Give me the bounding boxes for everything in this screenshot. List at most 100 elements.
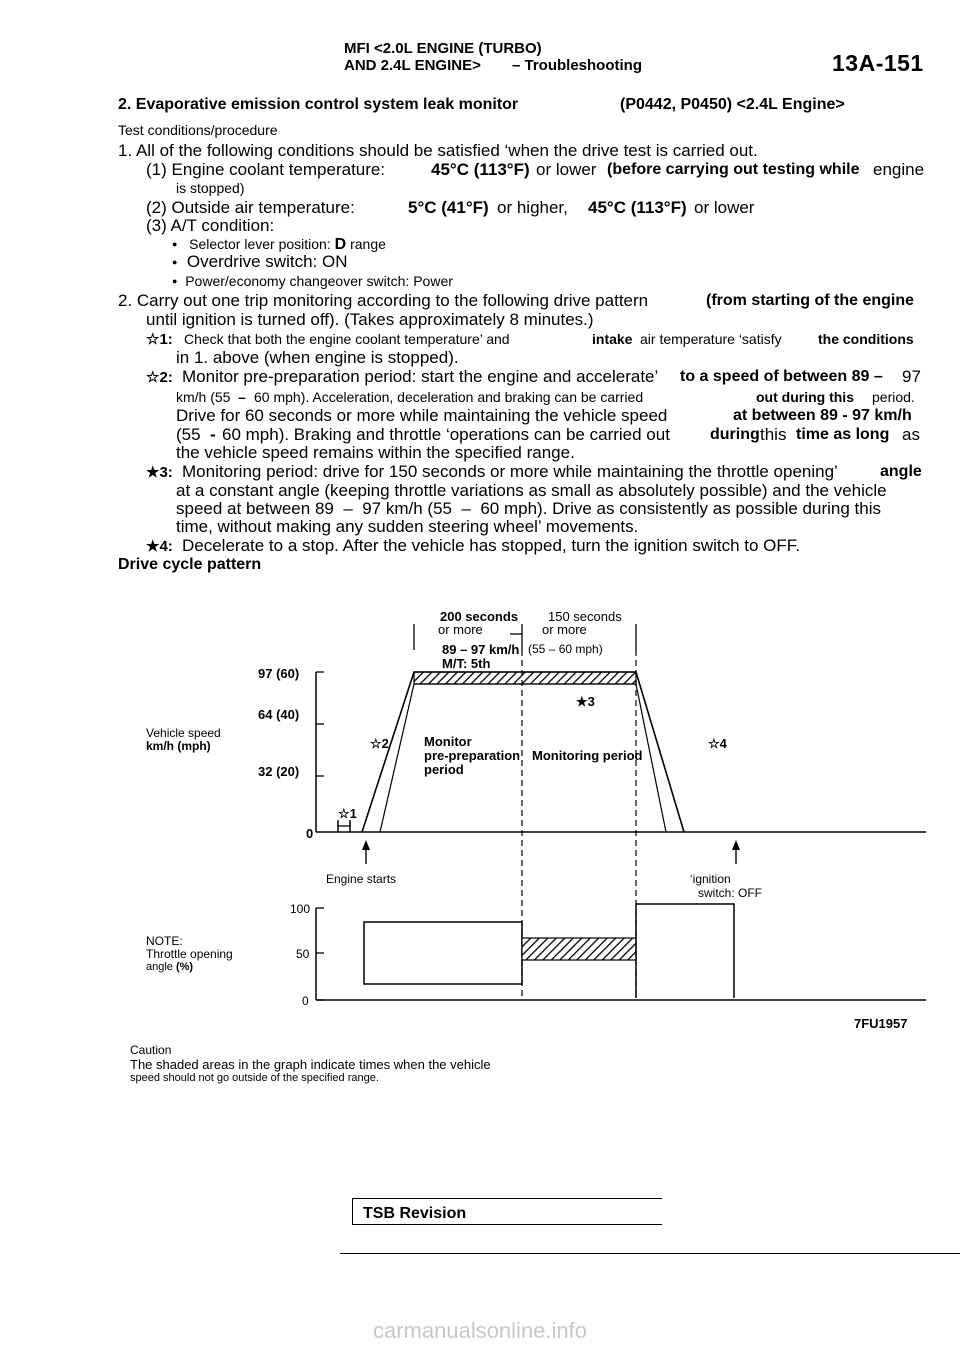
- y-label-97: 97 (60): [258, 666, 300, 681]
- cond1-note: (before carrying out testing while: [607, 161, 860, 178]
- star3-angle: angle: [880, 463, 922, 480]
- test-conditions-label: Test conditions/procedure: [118, 122, 278, 138]
- star3-text-e: 97 km/h (55: [362, 499, 452, 518]
- step2-line1-note: (from starting of the engine: [706, 292, 914, 309]
- bullet-dot: ●: [172, 239, 178, 249]
- throttle-hatch: [521, 937, 637, 961]
- speed-band-label: 89 – 97 km/h: [442, 642, 520, 657]
- label-200s-more: or more: [438, 622, 483, 637]
- dash: –: [548, 642, 559, 656]
- dash: –: [238, 389, 246, 405]
- dash: -: [210, 425, 216, 444]
- monitor-pre-label-1: Monitor: [424, 734, 472, 749]
- header-section: – Troubleshooting: [512, 57, 642, 74]
- mph-b: 60 mph): [558, 642, 603, 656]
- star3-marker: ★3:: [146, 464, 173, 481]
- vehicle-speed-unit: km/h (mph): [146, 739, 211, 753]
- section-title: 2. Evaporative emission control system l…: [118, 96, 519, 113]
- throttle-label-0: 0: [302, 994, 309, 1008]
- monitor-pre-label-3: period: [424, 762, 464, 777]
- cond2-label: (2) Outside air temperature:: [146, 198, 355, 217]
- star3-text-f: 60 mph). Drive as consistently as possib…: [480, 499, 881, 518]
- angle-label: angle (%): [146, 961, 193, 973]
- drive-cycle-title: Drive cycle pattern: [118, 556, 262, 573]
- bullet-2: ● Overdrive switch: ON: [172, 252, 347, 272]
- throttle-pre-period: [363, 921, 523, 985]
- label-200s: 200 seconds: [440, 609, 519, 624]
- percent-unit: (%): [175, 961, 194, 973]
- cond1-engine: engine: [873, 160, 925, 179]
- caution-line-1: The shaded areas in the graph indicate t…: [130, 1057, 491, 1072]
- star1-intake: intake: [592, 331, 633, 347]
- angle-text: angle: [146, 961, 173, 973]
- header-line-2: AND 2.4L ENGINE>: [344, 57, 481, 74]
- caution-label: Caution: [130, 1043, 172, 1057]
- star3-text-d: speed at between 89: [176, 499, 334, 518]
- star2-text-i: at between 89 - 97 km/h: [733, 407, 912, 424]
- ignition-arrowhead: [732, 840, 740, 850]
- star2-marker: ☆2:: [146, 369, 173, 386]
- star2-text-d: km/h (55: [176, 389, 231, 405]
- cond2-or-higher: or higher,: [497, 198, 568, 217]
- cond3-label: (3) A/T condition:: [146, 216, 275, 235]
- gear-label: M/T: 5th: [442, 656, 491, 671]
- star2-text-j: (55: [176, 425, 201, 444]
- star2-text-n: time as long: [796, 426, 890, 443]
- label-150s: 150 seconds: [548, 609, 622, 624]
- throttle-label-100: 100: [290, 902, 311, 916]
- watermark: carmanualsonline.info: [372, 1318, 588, 1343]
- tsb-revision-label: TSB Revision: [363, 1205, 467, 1222]
- caution-line-2: speed should not go outside of the speci…: [130, 1072, 379, 1084]
- throttle-label-50: 50: [296, 947, 310, 961]
- star1-text-e: in 1. above (when engine is stopped).: [176, 348, 459, 367]
- speed-band-hatch: [413, 671, 637, 685]
- throttle-opening-label: Throttle opening: [146, 947, 233, 961]
- y-label-64: 64 (40): [258, 707, 300, 722]
- star3-line3: speed at between 89 – 97 km/h (55 – 60 m…: [176, 499, 881, 519]
- ignition-label-1: ‘ignition: [690, 872, 731, 886]
- section-codes: (P0442, P0450) <2.4L Engine>: [620, 96, 845, 113]
- star2-text-o: as: [902, 425, 920, 444]
- speed-band-mph: (55 – 60 mph): [528, 642, 603, 656]
- star4-marker: ★4:: [146, 538, 173, 555]
- bullet-3: ● Power/economy changeover switch: Power: [172, 273, 453, 289]
- diagram-star1: ☆1: [338, 806, 357, 821]
- star2-text-p: the vehicle speed remains within the spe…: [176, 443, 575, 462]
- cond1-value: 45°C (113°F): [431, 160, 530, 179]
- bullet-dot: ●: [172, 257, 178, 267]
- star3-text-a: Monitoring period: drive for 150 seconds…: [182, 462, 838, 481]
- vehicle-speed-label: Vehicle speed: [146, 726, 221, 740]
- star1-text-a: Check that both the engine coolant tempe…: [184, 331, 510, 347]
- overdrive-switch: Overdrive switch: ON: [186, 252, 348, 271]
- step1-text: 1. All of the following conditions shoul…: [118, 141, 758, 160]
- diagram-star4: ☆4: [708, 736, 727, 751]
- note-label: NOTE:: [146, 934, 183, 948]
- star2-97: 97: [902, 367, 921, 386]
- star2-text-a: Monitor pre-preparation period: start th…: [182, 367, 659, 386]
- y-label-32: 32 (20): [258, 764, 300, 779]
- star1-text-c: air temperature ‘satisfy: [640, 331, 782, 347]
- monitoring-period-label: Monitoring period: [532, 748, 643, 763]
- footer-rule: [340, 1253, 960, 1254]
- monitor-pre-label-2: pre-preparation: [424, 748, 521, 763]
- page-number: 13A-151: [832, 50, 924, 76]
- star2-speed: to a speed of between 89 –: [680, 368, 883, 385]
- selector-range: range: [350, 236, 386, 252]
- diagram-star3: ★3: [576, 694, 595, 709]
- header-line-1: MFI <2.0L ENGINE (TURBO): [344, 40, 542, 57]
- dash: –: [338, 499, 363, 518]
- star1-marker: ☆1:: [146, 331, 173, 348]
- selector-value: D: [334, 236, 347, 253]
- cond2-min: 5°C (41°F): [408, 198, 489, 217]
- star1-conditions: the conditions: [818, 331, 914, 347]
- star3-text-c: at a constant angle (keeping throttle va…: [176, 481, 887, 500]
- star3-text-g: time, without making any sudden steering…: [176, 517, 639, 536]
- bullet-1: ● Selector lever position: D range: [172, 236, 386, 254]
- diagram-star2: ☆2: [370, 736, 389, 751]
- cond2-max: 45°C (113°F): [588, 198, 687, 217]
- bullet-dot: ●: [172, 276, 178, 286]
- star2-text-l: during: [710, 426, 760, 443]
- power-economy-switch: Power/economy changeover switch: Power: [185, 273, 453, 289]
- tsb-revision-box: TSB Revision: [352, 1198, 662, 1225]
- cond1-stopped: is stopped): [176, 180, 245, 196]
